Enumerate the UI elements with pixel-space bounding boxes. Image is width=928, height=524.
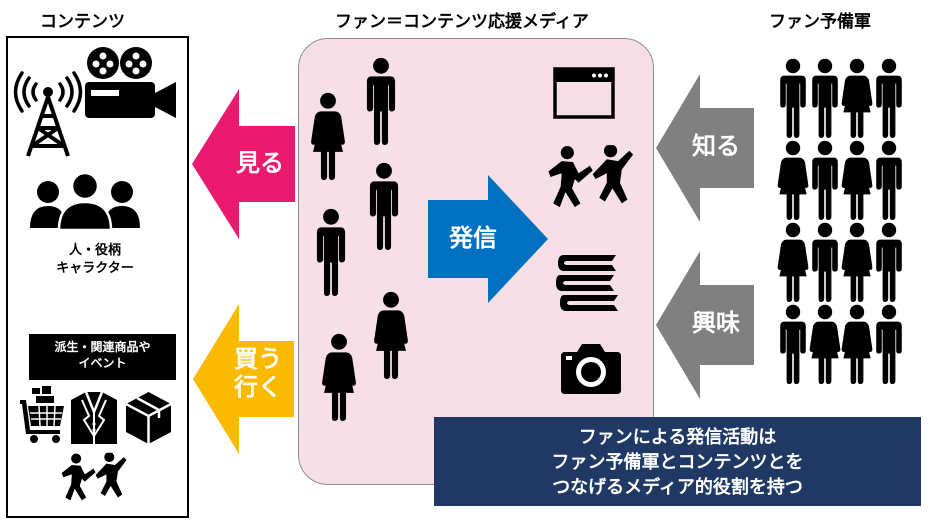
broadcast-tower-icon	[13, 71, 83, 157]
male-person-icon	[808, 140, 842, 220]
go-label: 行く	[234, 372, 282, 401]
people-roles-line1: 人・役柄	[68, 243, 121, 258]
interest-arrow-shape	[656, 251, 754, 399]
books-icon	[556, 255, 618, 311]
female-person-icon	[776, 222, 810, 302]
know-arrow-label: 知る	[692, 132, 740, 160]
derived-goods-line2: イベント	[78, 356, 127, 371]
interest-arrow-label: 興味	[692, 309, 740, 337]
know-arrow-shape	[656, 74, 754, 222]
suit-jacket-icon	[71, 391, 117, 444]
dancing-people-icon	[56, 449, 128, 507]
send-arrow-label: 発信	[449, 224, 497, 252]
fan-media-title: ファン＝コンテンツ応援メディア	[335, 12, 589, 32]
buy-go-arrow-label: 買う 行く	[228, 345, 288, 401]
browser-window-icon	[553, 67, 615, 119]
male-person-icon	[362, 162, 406, 250]
male-person-icon	[872, 304, 906, 384]
female-person-icon	[776, 140, 810, 220]
female-person-icon	[369, 291, 413, 379]
female-person-icon	[808, 304, 842, 384]
interest-arrow	[656, 251, 754, 399]
female-person-icon	[840, 140, 874, 220]
male-person-icon	[872, 140, 906, 220]
fan-reserve-crowd	[776, 58, 906, 376]
package-box-icon	[125, 392, 172, 444]
male-person-icon	[776, 304, 810, 384]
male-person-icon	[872, 222, 906, 302]
camera-icon	[561, 344, 621, 394]
female-person-icon	[840, 58, 874, 138]
derived-goods-label: 派生・関連商品や イベント	[29, 334, 176, 380]
male-person-icon	[776, 58, 810, 138]
people-group-icon	[30, 171, 140, 232]
contents-title: コンテンツ	[40, 12, 125, 32]
male-person-icon	[808, 58, 842, 138]
female-person-icon	[840, 222, 874, 302]
female-person-icon	[840, 304, 874, 384]
female-person-icon	[306, 92, 350, 180]
fan-reserve-title: ファン予備軍	[769, 12, 871, 32]
derived-goods-line1: 派生・関連商品や	[54, 340, 151, 354]
people-roles-line2: キャラクター	[56, 260, 134, 276]
message-line3: つなげるメディア的役割を持つ	[552, 477, 803, 499]
buy-go-arrow-shape	[193, 304, 294, 454]
film-camera-icon	[85, 47, 176, 118]
female-person-icon	[317, 333, 361, 421]
buy-label: 買う	[234, 345, 282, 373]
send-arrow-shape	[428, 175, 548, 303]
male-person-icon	[808, 222, 842, 302]
message-line2: ファン予備軍とコンテンツとを	[551, 452, 804, 474]
male-person-icon	[872, 58, 906, 138]
send-arrow	[428, 175, 548, 303]
dancing-people-icon	[541, 142, 635, 214]
people-roles-label: 人・役柄 キャラクター	[20, 242, 170, 277]
know-arrow	[656, 74, 754, 222]
buy-go-arrow	[193, 304, 294, 454]
see-arrow-label: 見る	[236, 149, 284, 177]
shopping-cart-icon	[20, 386, 64, 443]
male-person-icon	[359, 57, 403, 145]
message-line1: ファンによる発信活動は	[578, 427, 777, 448]
see-arrow-shape	[192, 89, 295, 239]
see-arrow	[192, 89, 295, 239]
male-person-icon	[309, 208, 353, 296]
message-box: ファンによる発信活動は ファン予備軍とコンテンツとを つなげるメディア的役割を持…	[434, 417, 921, 506]
